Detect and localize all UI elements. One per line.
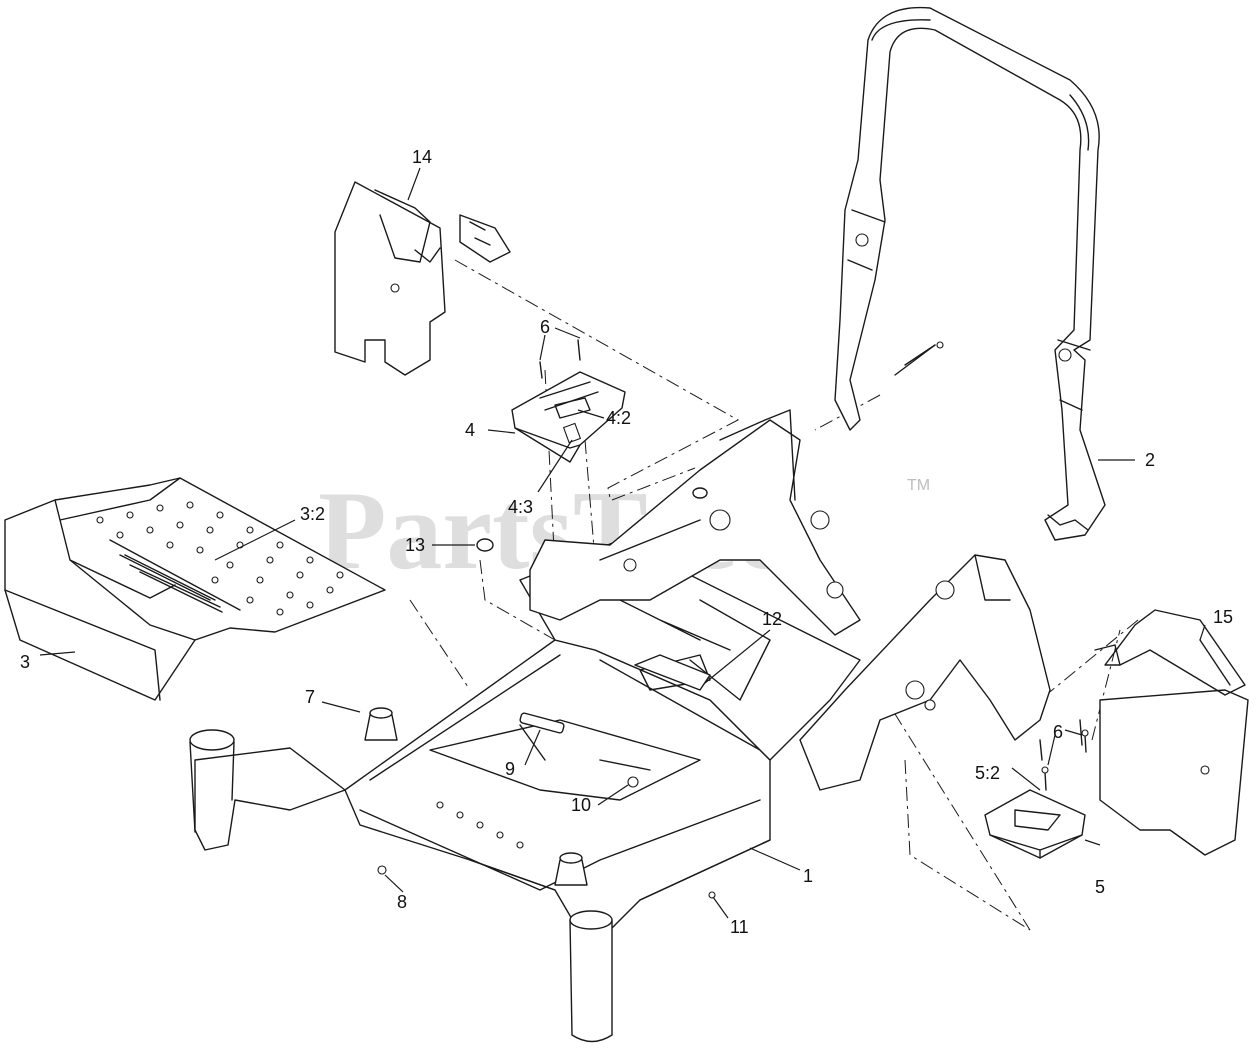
callout-5-2: 5:2 — [975, 763, 1000, 783]
callout-9: 9 — [505, 759, 515, 779]
callout-1: 1 — [803, 866, 813, 886]
callout-6-center: 6 — [540, 317, 550, 337]
callout-15: 15 — [1213, 607, 1233, 627]
leader-lines — [39, 167, 1206, 919]
center-bracket-part — [511, 339, 626, 463]
callout-2: 2 — [1145, 450, 1155, 470]
callout-13: 13 — [405, 535, 425, 555]
operator-platform-part — [4, 477, 386, 701]
callout-14: 14 — [412, 147, 432, 167]
callout-10: 10 — [571, 795, 591, 815]
right-bracket-part — [984, 719, 1086, 859]
right-shield-part — [1094, 609, 1249, 856]
callout-3-2: 3:2 — [300, 504, 325, 524]
watermark-trademark: TM — [907, 477, 930, 494]
callout-4: 4 — [465, 420, 475, 440]
callout-8: 8 — [397, 892, 407, 912]
callout-3: 3 — [20, 652, 30, 672]
callout-4-3: 4:3 — [508, 497, 533, 517]
callout-5: 5 — [1095, 877, 1105, 897]
left-shield-part — [334, 181, 511, 376]
callout-12: 12 — [762, 609, 782, 629]
main-frame-part — [189, 344, 1089, 1043]
callout-6-right: 6 — [1053, 722, 1063, 742]
callouts: 14 2 3 3:2 4 4:2 4:3 5 5:2 6 6 7 8 9 10 … — [20, 147, 1233, 937]
platform-holes — [96, 501, 344, 616]
rops-bar-part — [834, 6, 1106, 541]
callout-11: 11 — [730, 917, 749, 937]
callout-7: 7 — [305, 687, 315, 707]
callout-4-2: 4:2 — [606, 408, 631, 428]
